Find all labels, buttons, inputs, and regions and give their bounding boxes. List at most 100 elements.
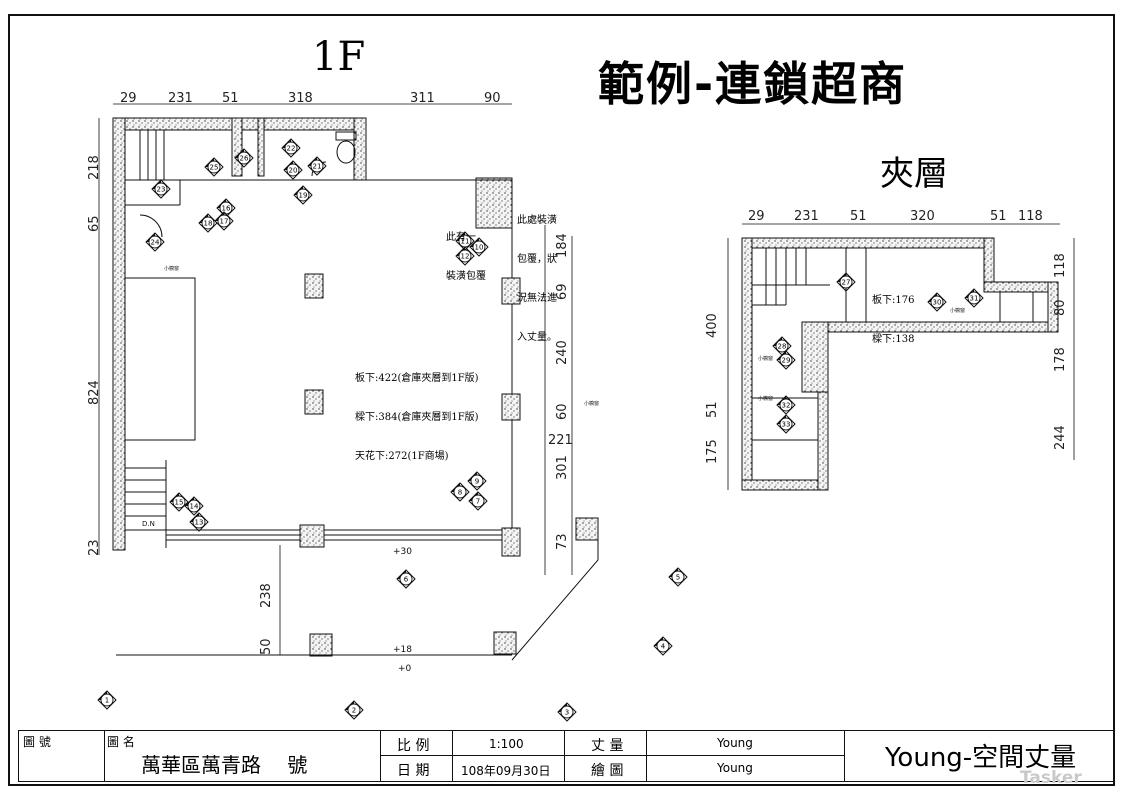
svg-text:6: 6 — [404, 576, 409, 584]
drawing-title: 範例-連鎖超商 — [598, 57, 908, 111]
photo-marker-11: 11 — [455, 231, 475, 251]
company-name: Young-空間丈量 — [885, 743, 1077, 773]
draw-value: Young — [717, 761, 753, 775]
date-label: 日 期 — [397, 763, 430, 779]
draw-label-cell: 繪 圖 — [565, 756, 647, 781]
photo-marker-2: 2 — [344, 700, 364, 720]
photo-marker-30: 30 — [927, 292, 947, 312]
svg-text:26: 26 — [240, 155, 249, 163]
draw-label: 繪 圖 — [591, 763, 624, 779]
photo-marker-28: 28 — [772, 336, 792, 356]
photo-marker-27: 27 — [836, 272, 856, 292]
photo-marker-29: 29 — [776, 350, 796, 370]
svg-text:25: 25 — [210, 164, 219, 172]
dim-1f-bottom-0: 238 — [259, 583, 274, 608]
photo-marker-21: 21 — [307, 156, 327, 176]
dim-mz-right-3: 244 — [1053, 425, 1068, 450]
svg-text:7: 7 — [476, 498, 480, 506]
svg-text:13: 13 — [195, 519, 204, 527]
photo-marker-20: 20 — [283, 160, 303, 180]
dim-1f-left-0: 218 — [87, 155, 102, 180]
photo-marker-7: 7 — [468, 491, 488, 511]
dim-1f-top-1: 231 — [168, 91, 193, 106]
photo-marker-14: 14 — [184, 496, 204, 516]
photo-marker-9: 9 — [467, 471, 487, 491]
mz-small-window-2: 小櫥窗 — [758, 395, 773, 402]
photo-marker-18: 18 — [198, 213, 218, 233]
photo-marker-25: 25 — [204, 157, 224, 177]
note-cladding-left: 此有一 裝潢包覆 — [446, 205, 486, 296]
svg-text:23: 23 — [157, 186, 166, 194]
svg-text:27: 27 — [842, 279, 851, 287]
date-value-cell: 108年09月30日 — [453, 756, 565, 781]
svg-text:2: 2 — [352, 707, 356, 715]
dim-mz-top-5: 118 — [1018, 209, 1043, 224]
survey-value: Young — [717, 736, 753, 750]
note-slab: 板下:422(倉庫夾層到1F版) — [355, 373, 479, 384]
photo-marker-4: 4 — [653, 636, 673, 656]
dim-1f-top-0: 29 — [120, 91, 137, 106]
drawing-frame — [8, 14, 1115, 786]
floor-1f-label: 1F — [312, 34, 366, 80]
svg-text:18: 18 — [204, 220, 213, 228]
drawing-name-label: 圖 名 — [107, 735, 135, 749]
photo-marker-12: 12 — [455, 246, 475, 266]
photo-marker-19: 19 — [293, 185, 313, 205]
dim-1f-left-3: 23 — [87, 539, 102, 556]
dim-1f-right-3: 60 — [555, 403, 570, 420]
mz-small-window-3: 小櫥窗 — [950, 307, 965, 314]
photo-marker-15: 15 — [169, 492, 189, 512]
svg-text:22: 22 — [287, 145, 296, 153]
note-cladding-right-2: 包覆，狀 — [517, 254, 557, 265]
dim-mz-top-3: 320 — [910, 209, 935, 224]
svg-text:33: 33 — [782, 421, 791, 429]
photo-marker-1: 1 — [97, 690, 117, 710]
photo-marker-33: 33 — [776, 414, 796, 434]
svg-text:15: 15 — [175, 499, 184, 507]
photo-marker-17: 17 — [214, 211, 234, 231]
photo-marker-13: 13 — [189, 512, 209, 532]
photo-marker-3: 3 — [557, 702, 577, 722]
dim-1f-left-1: 65 — [87, 215, 102, 232]
svg-text:11: 11 — [461, 238, 470, 246]
drawing-no-cell: 圖 號 — [19, 731, 105, 781]
dim-mz-top-0: 29 — [748, 209, 765, 224]
drawing-name-cell: 圖 名 萬華區萬青路 號 — [105, 731, 381, 781]
dim-1f-top-5: 90 — [484, 91, 501, 106]
note-cladding-right-4: 入丈量。 — [517, 332, 557, 343]
svg-text:1: 1 — [105, 697, 109, 705]
note-beam: 樑下:384(倉庫夾層到1F版) — [355, 412, 479, 423]
dim-mz-top-1: 231 — [794, 209, 819, 224]
photo-marker-5: 5 — [668, 567, 688, 587]
drawing-name: 萬華區萬青路 號 — [141, 753, 308, 777]
dim-mz-right-1: 80 — [1053, 299, 1068, 316]
mz-small-window-1: 小櫥窗 — [758, 355, 773, 362]
photo-marker-31: 31 — [964, 288, 984, 308]
survey-value-cell: Young — [647, 731, 845, 756]
dim-1f-right-1: 69 — [555, 283, 570, 300]
svg-text:24: 24 — [151, 239, 160, 247]
photo-marker-22: 22 — [281, 138, 301, 158]
mezzanine-label: 夾層 — [880, 154, 948, 194]
level-0: +0 — [398, 664, 412, 674]
watermark: Tasker — [1020, 768, 1082, 788]
dim-mz-left-2: 175 — [705, 439, 720, 464]
survey-label-cell: 丈 量 — [565, 731, 647, 756]
dim-mz-left-1: 51 — [705, 401, 720, 418]
survey-label: 丈 量 — [591, 738, 624, 754]
note-cladding-left-2: 裝潢包覆 — [446, 271, 486, 282]
dim-mz-right-0: 118 — [1053, 253, 1068, 278]
svg-text:3: 3 — [565, 709, 569, 717]
svg-text:20: 20 — [289, 167, 298, 175]
mezzanine-plan — [727, 223, 1075, 491]
svg-text:31: 31 — [970, 295, 979, 303]
svg-text:21: 21 — [313, 163, 322, 171]
photo-marker-26: 26 — [234, 148, 254, 168]
scale-value: 1:100 — [489, 737, 524, 751]
scale-value-cell: 1:100 — [453, 731, 565, 756]
svg-text:10: 10 — [475, 244, 484, 252]
mz-note-slab: 板下:176 — [872, 295, 915, 306]
small-window-2: 小櫥窗 — [584, 400, 599, 407]
photo-marker-8: 8 — [450, 482, 470, 502]
note-cladding-right-3: 況無法進 — [517, 293, 557, 304]
